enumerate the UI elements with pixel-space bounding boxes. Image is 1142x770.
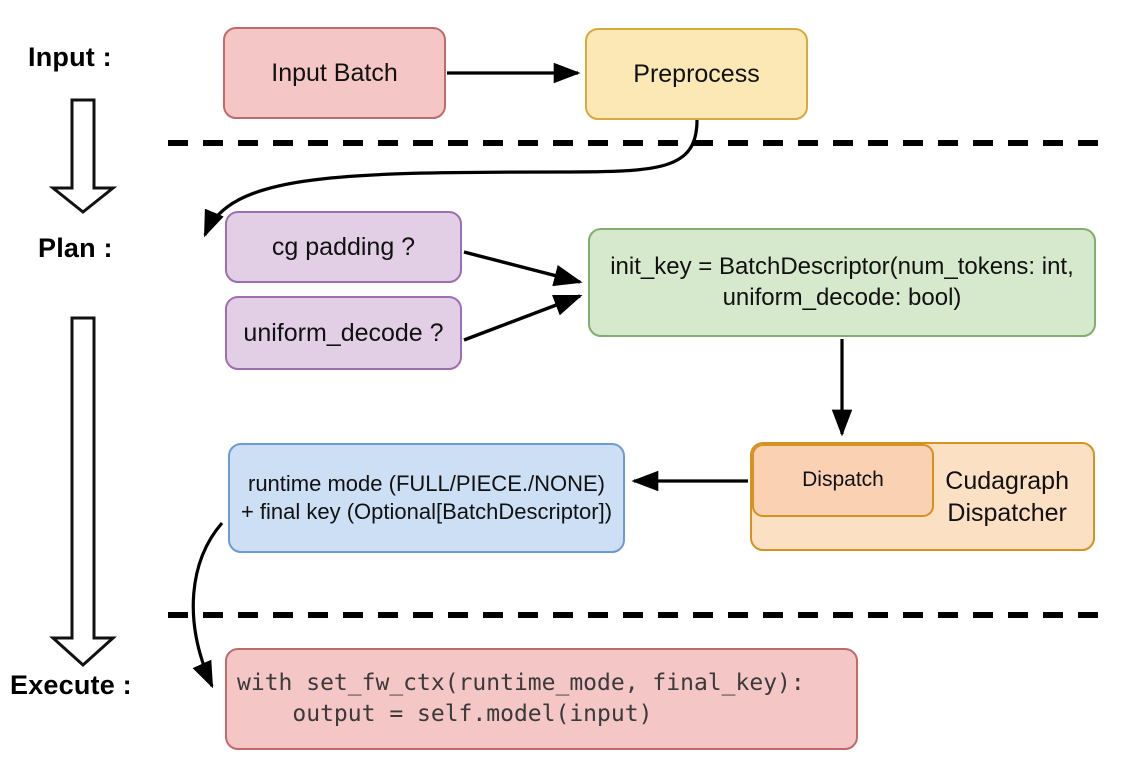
node-uniform-decode-label: uniform_decode ? — [243, 319, 444, 347]
stage-flow-arrow-plan-to-execute — [49, 316, 117, 668]
stage-label-execute: Execute : — [10, 670, 132, 700]
node-init-key[interactable]: init_key = BatchDescriptor(num_tokens: i… — [588, 228, 1096, 337]
node-preprocess-label: Preprocess — [633, 60, 760, 88]
edge-runtime-mode-to-code-block — [191, 521, 224, 689]
code-line-1: with set_fw_ctx(runtime_mode, final_key)… — [237, 669, 805, 696]
node-init-key-line1: init_key = BatchDescriptor(num_tokens: i… — [610, 252, 1074, 280]
stage-flow-arrow-input-to-plan — [48, 98, 118, 214]
node-cudagraph-dispatcher-line2: Dispatcher — [947, 498, 1067, 527]
edge-uniform-decode-to-init-key — [463, 294, 583, 342]
code-line-2: output = self.model(input) — [237, 701, 653, 727]
node-cg-padding-label: cg padding ? — [271, 233, 416, 261]
node-runtime-mode-line1: runtime mode (FULL/PIECE./NONE) — [248, 470, 605, 496]
node-code-block[interactable]: with set_fw_ctx(runtime_mode, final_key)… — [225, 648, 858, 750]
edge-preprocess-to-cg-padding — [203, 119, 699, 238]
node-cudagraph-dispatcher-line1: Cudagraph — [945, 466, 1069, 495]
edge-cg-padding-to-init-key — [463, 250, 583, 287]
stage-label-input: Input : — [28, 42, 112, 72]
node-input-batch[interactable]: Input Batch — [223, 27, 446, 119]
node-preprocess[interactable]: Preprocess — [585, 28, 808, 120]
node-init-key-line2: uniform_decode: bool) — [722, 283, 962, 311]
stage-label-plan: Plan : — [38, 233, 113, 263]
node-cg-padding[interactable]: cg padding ? — [225, 211, 462, 283]
node-dispatch-label: Dispatch — [802, 468, 884, 492]
node-uniform-decode[interactable]: uniform_decode ? — [225, 296, 462, 370]
node-runtime-mode-line2: + final key (Optional[BatchDescriptor]) — [240, 499, 613, 524]
node-input-batch-label: Input Batch — [271, 59, 398, 87]
node-dispatch[interactable]: Dispatch — [752, 444, 934, 517]
node-runtime-mode[interactable]: runtime mode (FULL/PIECE./NONE) + final … — [228, 443, 625, 553]
